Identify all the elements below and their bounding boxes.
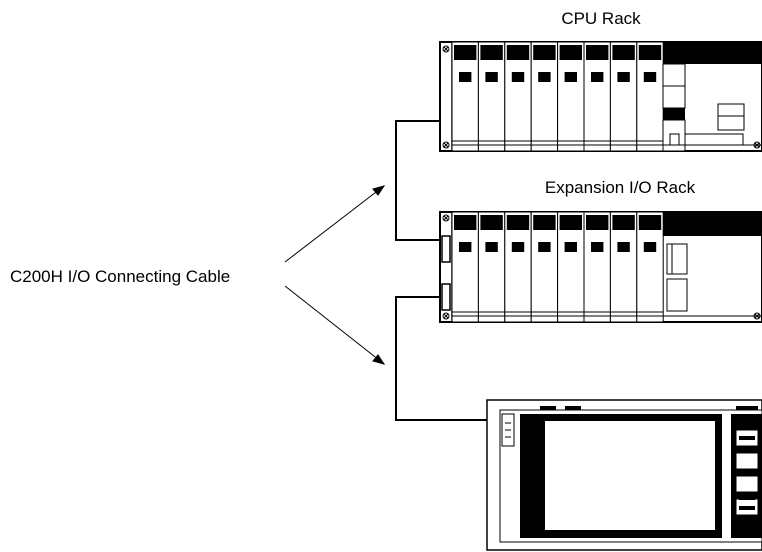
expansion-rack-label: Expansion I/O Rack <box>545 178 696 197</box>
cpu-unit-top-block <box>663 42 685 64</box>
indicator-led-icon <box>459 242 472 252</box>
io-unit-slot <box>530 211 559 323</box>
io-unit-slot <box>609 41 638 152</box>
arrow-to-upper-cable <box>284 188 381 263</box>
indicator-led-icon <box>617 72 630 82</box>
power-supply-header <box>663 212 762 236</box>
indicator-led-icon <box>511 242 525 252</box>
connector-port-icon <box>441 283 451 311</box>
indicator-led-icon <box>643 242 657 252</box>
cpu-rack-label: CPU Rack <box>561 9 641 28</box>
arrow-head-upper <box>372 185 386 196</box>
indicator-led-icon <box>591 242 604 252</box>
io-unit-slot <box>477 41 506 152</box>
indicator-led-icon <box>485 242 498 252</box>
io-unit-slot <box>451 41 479 152</box>
programmable-terminal <box>486 399 762 551</box>
io-connecting-cables <box>395 120 487 421</box>
indicator-led-icon <box>591 72 604 82</box>
io-unit-slot <box>557 211 585 323</box>
cpu-unit-header <box>685 42 762 64</box>
io-unit-slot <box>636 211 664 323</box>
screw-icon <box>442 214 450 222</box>
screw-icon <box>442 312 450 320</box>
arrow-head-lower <box>372 354 386 365</box>
io-unit-slot <box>636 41 664 152</box>
io-unit-slot <box>451 211 479 323</box>
indicator-led-icon <box>538 72 551 82</box>
cable-cpu-to-expansion <box>395 120 452 241</box>
indicator-led-icon <box>564 242 577 252</box>
io-unit-slot <box>477 211 506 323</box>
indicator-led-icon <box>511 72 525 82</box>
indicator-led-icon <box>459 72 472 82</box>
indicator-led-icon <box>485 72 498 82</box>
cpu-rack <box>439 41 762 152</box>
screw-icon <box>442 141 450 149</box>
cable-expansion-to-terminal <box>395 296 487 421</box>
screw-icon <box>753 312 761 320</box>
arrow-to-lower-cable <box>284 285 380 361</box>
screw-icon <box>442 45 450 53</box>
io-unit-slot <box>504 211 532 323</box>
io-unit-slot <box>557 41 585 152</box>
indicator-led-icon <box>643 72 657 82</box>
io-unit-slot <box>504 41 532 152</box>
cable-label: C200H I/O Connecting Cable <box>10 267 230 286</box>
cpu-unit-mid-block <box>663 108 685 120</box>
indicator-led-icon <box>538 242 551 252</box>
indicator-led-icon <box>617 242 630 252</box>
io-unit-slot <box>583 211 611 323</box>
indicator-led-icon <box>564 72 577 82</box>
io-unit-slot <box>583 41 611 152</box>
terminal-screen <box>545 421 715 530</box>
expansion-io-slots <box>451 211 664 323</box>
cable-arrows <box>284 185 386 365</box>
io-unit-slot <box>530 41 559 152</box>
io-unit-slot <box>609 211 638 323</box>
connector-port-icon <box>441 235 451 263</box>
cpu-io-slots <box>451 41 664 152</box>
expansion-io-rack <box>439 211 762 323</box>
screw-icon <box>753 141 761 149</box>
